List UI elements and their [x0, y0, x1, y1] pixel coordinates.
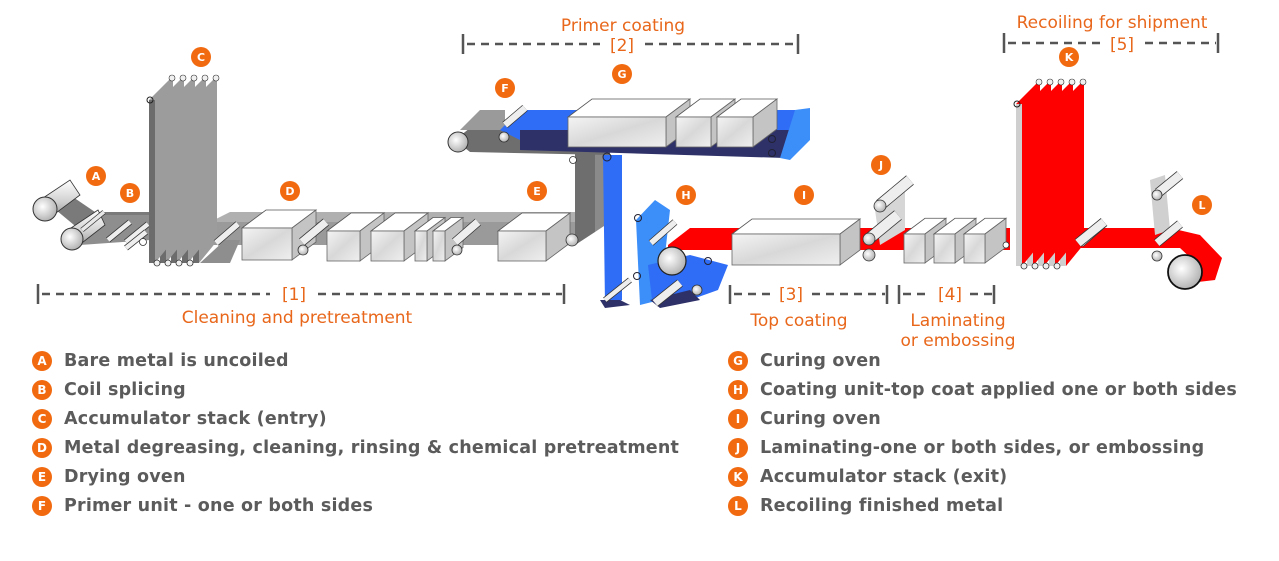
section-2-number: [2]: [610, 36, 634, 56]
curing-oven-main: [566, 98, 692, 148]
station-badge-letter: K: [1065, 51, 1074, 64]
station-badge-d: D: [280, 181, 300, 201]
curing-oven-section: [715, 98, 779, 148]
legend-badge: G: [728, 350, 748, 371]
recoiler: [1074, 171, 1203, 290]
legend-description: Accumulator stack (exit): [760, 466, 1008, 487]
accumulator-loop: [146, 74, 176, 267]
station-badge-letter: J: [878, 159, 883, 172]
station-badge-letter: G: [617, 68, 626, 81]
station-badge-g: G: [612, 64, 632, 84]
station-badge-letter: C: [197, 51, 205, 64]
embossing-unit: [962, 217, 1008, 264]
station-badge-letter: H: [681, 189, 690, 202]
station-badge-letter: D: [285, 185, 294, 198]
station-badge-letter: A: [92, 170, 101, 183]
legend-item-l: L Recoiling finished metal: [728, 491, 1237, 520]
legend-item-g: G Curing oven: [728, 346, 1237, 375]
legend-badge: I: [728, 408, 748, 429]
station-badge-i: I: [794, 185, 814, 205]
entry-accumulator-stack: [146, 74, 240, 267]
station-badge-letter: B: [126, 187, 134, 200]
section-3-label: Top coating: [749, 311, 847, 331]
section-brackets: [36, 33, 1220, 304]
embossing-units: [902, 217, 1010, 264]
legend-item-d: D Metal degreasing, cleaning, rinsing & c…: [32, 433, 679, 462]
station-badge-a: A: [86, 166, 106, 186]
section-1-number: [1]: [282, 285, 306, 305]
legend-description: Recoiling finished metal: [760, 495, 1004, 516]
station-badge-f: F: [495, 78, 515, 98]
pretreatment-tank: [369, 212, 430, 262]
legend-description: Laminating-one or both sides, or embossi…: [760, 437, 1205, 458]
uncoil-roll: [32, 179, 106, 251]
legend-description: Curing oven: [760, 408, 881, 429]
legend-description: Bare metal is uncoiled: [64, 350, 289, 371]
rollers-d-entry: [213, 221, 241, 246]
section-5-number: [5]: [1110, 35, 1134, 55]
station-badge-c: C: [191, 47, 211, 67]
section-5-label: Recoiling for shipment: [1017, 13, 1208, 33]
station-badge-letter: L: [1198, 199, 1205, 212]
curing-oven: [730, 218, 862, 266]
legend-badge: J: [728, 437, 748, 458]
legend-item-k: K Accumulator stack (exit): [728, 462, 1237, 491]
legend-description: Curing oven: [760, 350, 881, 371]
station-badge-b: B: [120, 183, 140, 203]
primer-curing-oven: [566, 98, 779, 148]
legend-badge: F: [32, 495, 52, 516]
legend-item-e: E Drying oven: [32, 462, 679, 491]
station-badge-j: J: [871, 155, 891, 175]
station-badge-e: E: [527, 181, 547, 201]
station-badge-l: L: [1192, 195, 1212, 215]
pretreatment-tanks: [240, 209, 579, 262]
legend-item-j: J Laminating-one or both sides, or emboss…: [728, 433, 1237, 462]
legend-badge: E: [32, 466, 52, 487]
accumulator-loop: [1013, 78, 1043, 270]
legend-description: Metal degreasing, cleaning, rinsing & ch…: [64, 437, 680, 458]
drying-oven: [496, 212, 572, 262]
curing-oven-section: [674, 98, 737, 148]
legend-description: Primer unit - one or both sides: [64, 495, 374, 516]
station-badge-letter: E: [533, 185, 541, 198]
section-4-number: [4]: [938, 285, 962, 305]
section-4-label-line2: or embossing: [900, 331, 1015, 351]
legend-description: Accumulator stack (entry): [64, 408, 327, 429]
legend-badge: B: [32, 379, 52, 400]
legend-badge: H: [728, 379, 748, 400]
legend-item-c: C Accumulator stack (entry): [32, 404, 679, 433]
legend-item-h: H Coating unit-top coat applied one or bo…: [728, 375, 1237, 404]
legend-badge: D: [32, 437, 52, 458]
legend-item-i: I Curing oven: [728, 404, 1237, 433]
section-3-number: [3]: [779, 285, 803, 305]
station-badge-letter: I: [802, 189, 806, 202]
laminating-rollers: [862, 175, 914, 262]
legend-badge: A: [32, 350, 52, 371]
legend-badge: C: [32, 408, 52, 429]
section-1-label: Cleaning and pretreatment: [182, 308, 413, 328]
legend-description: Drying oven: [64, 466, 186, 487]
legend-badge: K: [728, 466, 748, 487]
legend-item-f: F Primer unit - one or both sides: [32, 491, 679, 520]
legend-description: Coating unit-top coat applied one or bot…: [760, 379, 1237, 400]
legend-description: Coil splicing: [64, 379, 186, 400]
splice-rollers: [106, 219, 150, 251]
topcoat-coater: [603, 214, 712, 307]
station-badge-k: K: [1059, 47, 1079, 67]
section-4-label-line1: Laminating: [910, 311, 1005, 331]
pretreatment-tank: [240, 209, 318, 261]
primer-rollers: [447, 104, 776, 164]
legend-item-b: B Coil splicing: [32, 375, 679, 404]
legend-item-a: A Bare metal is uncoiled: [32, 346, 679, 375]
station-badge-h: H: [676, 185, 696, 205]
topcoat-curing-oven: [730, 218, 862, 266]
legend-badge: L: [728, 495, 748, 516]
station-badge-letter: F: [501, 82, 509, 95]
section-2-label: Primer coating: [561, 16, 685, 36]
